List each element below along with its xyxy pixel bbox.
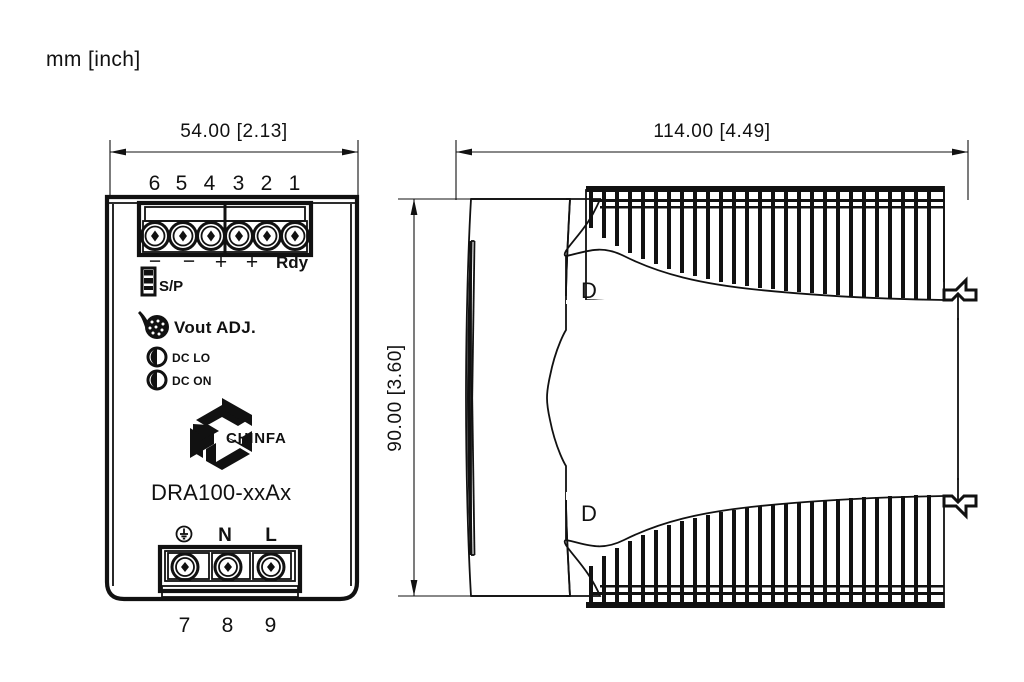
vent-fin-bars-top [589, 190, 931, 299]
terminal-screw-group[interactable] [140, 221, 310, 251]
side-length-dimension-text: 114.00 [4.49] [653, 121, 770, 142]
vout-adj-label: Vout ADJ. [174, 318, 256, 337]
terminal-screw-4 [196, 221, 226, 251]
bottom-terminal-function-labels: N L [175, 525, 277, 546]
detail-marker-d-bottom: D [581, 501, 597, 526]
vout-adj-trimmer-icon[interactable] [138, 311, 169, 339]
bottom-terminal-label-l: L [265, 525, 277, 546]
width-dimension: 54.00 [2.13] [109, 121, 359, 196]
vent-fin-bars-bottom [589, 495, 931, 604]
bottom-terminal-screw-7 [170, 552, 200, 582]
top-terminal-number-2: 2 [261, 172, 274, 195]
side-view-group: 114.00 [4.49] 90.00 [3.60] [385, 121, 978, 608]
terminal-screw-3 [224, 221, 254, 251]
top-terminal-number-4: 4 [204, 172, 217, 195]
bottom-terminal-number-8: 8 [222, 614, 235, 637]
led-indicator-dc-lo [146, 346, 168, 368]
led-label-dc-on: DC ON [172, 374, 212, 388]
height-dimension: 90.00 [3.60] [385, 198, 474, 597]
bottom-terminal-number-9: 9 [265, 614, 278, 637]
polarity-label-3: + [246, 251, 258, 274]
front-view-group: 54.00 [2.13] 6 5 4 3 2 1 [104, 121, 360, 637]
terminal-screw-2 [252, 221, 282, 251]
bottom-terminal-numbers: 7 8 9 [179, 614, 278, 637]
din-rail-clip-bottom [942, 478, 978, 520]
side-height-dimension-text: 90.00 [3.60] [385, 344, 406, 452]
terminal-screw-6 [140, 221, 170, 251]
polarity-label-5: − [183, 250, 195, 273]
top-terminal-number-1: 1 [289, 172, 302, 195]
din-rail-clip-top [942, 276, 978, 320]
earth-ground-icon [175, 525, 193, 543]
chinfa-brand-text: CHINFA [226, 430, 287, 447]
chinfa-logo-icon: CHINFA [190, 398, 287, 470]
bottom-terminal-screw-8 [213, 552, 243, 582]
vent-fins-bottom [565, 492, 945, 608]
sp-switch-label: S/P [159, 278, 183, 295]
top-terminal-number-5: 5 [176, 172, 189, 195]
top-terminal-number-6: 6 [149, 172, 162, 195]
detail-marker-d-top: D [581, 278, 597, 303]
upper-chamfer [563, 198, 602, 297]
front-width-dimension-text: 54.00 [2.13] [180, 121, 288, 142]
led-label-dc-lo: DC LO [172, 351, 210, 365]
bottom-terminal-block[interactable] [157, 544, 303, 598]
terminal-screw-1 [280, 221, 310, 251]
bottom-terminal-label-n: N [218, 525, 232, 546]
bottom-terminal-number-7: 7 [179, 614, 192, 637]
lower-chamfer [563, 499, 602, 597]
bottom-terminal-screw-9 [256, 552, 286, 582]
units-note: mm [inch] [46, 48, 141, 71]
vent-fins-top [565, 186, 945, 304]
polarity-label-4: + [215, 251, 227, 274]
sp-switch[interactable] [140, 266, 157, 297]
led-indicator-dc-on [146, 369, 168, 391]
ready-terminal-label: Rdy [276, 253, 309, 272]
terminal-screw-5 [168, 221, 198, 251]
top-terminal-numbers: 6 5 4 3 2 1 [149, 172, 302, 195]
length-dimension: 114.00 [4.49] [455, 121, 969, 200]
top-terminal-block[interactable] [136, 200, 314, 258]
top-terminal-number-3: 3 [233, 172, 246, 195]
model-number-label: DRA100-xxAx [151, 480, 291, 505]
